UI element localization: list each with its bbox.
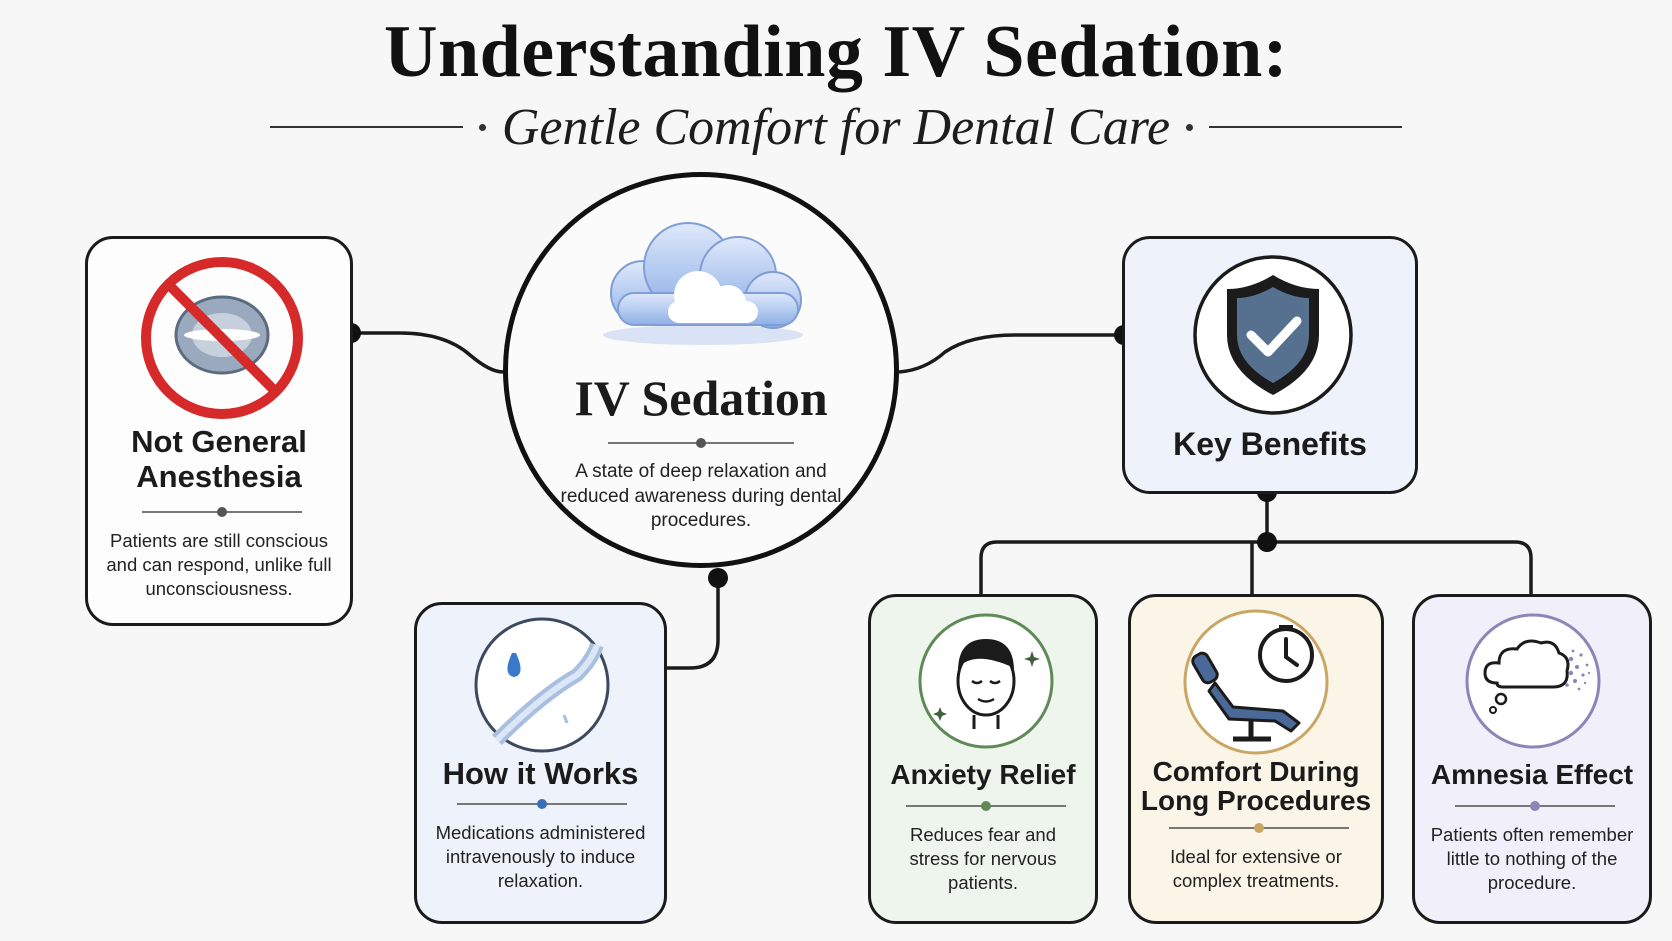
anxiety-relief-divider: [906, 801, 1066, 811]
connector-right: [898, 333, 1124, 374]
how-it-works-title: How it Works: [442, 756, 639, 791]
subtitle-left-dot: [478, 123, 486, 131]
comfort-divider: [1169, 823, 1349, 833]
subtitle-right-rule: [1209, 126, 1403, 128]
card-amnesia-effect: Amnesia Effect Patients often remember l…: [1412, 594, 1652, 924]
connector-left: [351, 331, 504, 374]
node-bottom: [708, 568, 728, 588]
amnesia-title: Amnesia Effect: [1430, 759, 1634, 790]
how-it-works-description: Medications administered intravenously t…: [435, 822, 646, 892]
card-not-general-anesthesia: Not General Anesthesia Patients are stil…: [85, 236, 353, 626]
anxiety-relief-title: Anxiety Relief: [890, 759, 1076, 790]
dental-chair-clock-icon: [1181, 607, 1331, 757]
how-it-works-divider: [457, 799, 627, 809]
fading-thought-icon: [1463, 611, 1603, 751]
page-title: Understanding IV Sedation:: [384, 11, 1288, 93]
not-general-title-line2: Anesthesia: [136, 458, 302, 494]
center-title: IV Sedation: [574, 370, 828, 426]
comfort-title-line2: Long Procedures: [1140, 785, 1372, 817]
subtitle-row: Gentle Comfort for Dental Care: [270, 92, 1403, 162]
amnesia-description: Patients often remember little to nothin…: [1430, 824, 1634, 894]
shield-check-icon: [1191, 253, 1355, 417]
comfort-title-line1: Comfort During: [1152, 756, 1360, 787]
cloud-icon: [588, 205, 818, 355]
center-divider: [608, 438, 794, 448]
iv-drip-icon: [472, 615, 612, 755]
node-benefits-split: [1257, 532, 1277, 552]
card-anxiety-relief: Anxiety Relief Reduces fear and stress f…: [868, 594, 1098, 924]
connector-bottom: [665, 578, 720, 670]
center-iv-sedation: IV Sedation A state of deep relaxation a…: [503, 172, 899, 568]
page-subtitle: Gentle Comfort for Dental Care: [501, 98, 1171, 156]
anxiety-relief-description: Reduces fear and stress for nervous pati…: [909, 824, 1057, 894]
connector-benefits-bus: [979, 540, 1533, 596]
subtitle-right-dot: [1186, 123, 1194, 131]
card-comfort-long-procedures: Comfort During Long Procedures Ideal for…: [1128, 594, 1384, 924]
not-general-description: Patients are still conscious and can res…: [106, 530, 332, 600]
key-benefits-title: Key Benefits: [1173, 426, 1367, 462]
not-general-title-line1: Not General: [131, 424, 307, 459]
prohibited-mask-icon: [137, 253, 307, 423]
comfort-description: Ideal for extensive or complex treatment…: [1170, 846, 1342, 892]
card-how-it-works: How it Works Medications administered in…: [414, 602, 667, 924]
calm-face-icon: [916, 611, 1056, 751]
center-description: A state of deep relaxation and reduced a…: [560, 461, 842, 532]
subtitle-left-rule: [270, 126, 463, 128]
amnesia-divider: [1455, 801, 1615, 811]
not-general-divider: [142, 507, 302, 517]
comfort-title: Comfort During Long Procedures: [1131, 757, 1381, 816]
card-key-benefits: Key Benefits: [1122, 236, 1418, 494]
